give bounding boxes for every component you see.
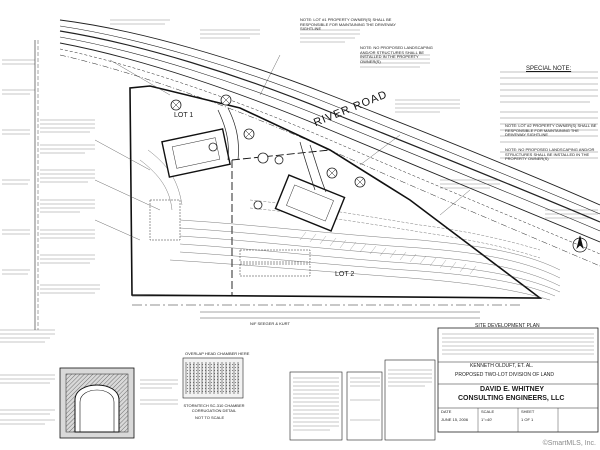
title-block — [437, 327, 599, 433]
firm-name: DAVID E. WHITNEY — [480, 386, 545, 393]
slope-hatching — [299, 231, 477, 275]
upper-right-notes-lines — [500, 71, 598, 159]
detail-subtitle: NOT TO SCALE — [195, 415, 225, 420]
chamber-cross-section — [59, 367, 135, 439]
left-annotations — [2, 59, 100, 294]
rear-property-lines — [132, 304, 520, 319]
top-annotations — [110, 19, 598, 219]
overlap-label: OVERLAP HEAD CHAMBER HERE — [185, 351, 250, 356]
special-note-heading: SPECIAL NOTE: — [526, 66, 572, 72]
leach-fields — [149, 199, 311, 277]
leader-lines — [94, 54, 471, 241]
date-label: DATE — [441, 409, 452, 414]
note-block-3: NOTE: LOT #2 PROPERTY OWNER(S) SHALL BE … — [505, 123, 597, 138]
lot-line-label: N/F SEEGER & KURT — [250, 321, 290, 326]
house-lot-2 — [274, 174, 346, 232]
house-lot-1 — [161, 128, 231, 178]
property-boundary — [129, 85, 543, 299]
stormtech-detail — [182, 357, 244, 399]
sheet-label: SHEET — [521, 409, 535, 414]
scale-value: 1"=40' — [481, 417, 493, 422]
scale-label: SCALE — [481, 409, 495, 414]
prepared-for: KENNETH OLDUFT, ET. AL. — [470, 363, 534, 369]
north-arrow — [572, 235, 588, 253]
site-plan-label: SITE DEVELOPMENT PLAN — [475, 323, 540, 329]
general-notes-box — [289, 359, 436, 441]
note-block-2: NOTE: NO PROPOSED LANDSCAPING AND/OR STR… — [360, 45, 433, 64]
firm-name-2: CONSULTING ENGINEERS, LLC — [458, 395, 565, 402]
left-margin-lines — [34, 40, 39, 330]
driveways — [217, 107, 327, 193]
tree-marks — [172, 96, 364, 186]
note-block-4: NOTE: NO PROPOSED LANDSCAPING AND/OR STR… — [505, 147, 595, 162]
date-value: JUNE 15, 2006 — [441, 417, 469, 422]
note-block-1: NOTE: LOT #1 PROPERTY OWNER(S) SHALL BE … — [300, 17, 396, 32]
watermark: ©SmartMLS, Inc. — [542, 440, 596, 447]
detail-title: STORMTECH SC-310 CHAMBER CORRUGATION DET… — [183, 403, 245, 413]
lot-2-label: LOT 2 — [335, 271, 355, 278]
lot-1-label: LOT 1 — [174, 112, 194, 119]
cross-section-notes — [0, 329, 178, 425]
project-line: PROPOSED TWO-LOT DIVISION OF LAND — [455, 372, 554, 378]
sheet-value: 1 OF 1 — [521, 417, 534, 422]
